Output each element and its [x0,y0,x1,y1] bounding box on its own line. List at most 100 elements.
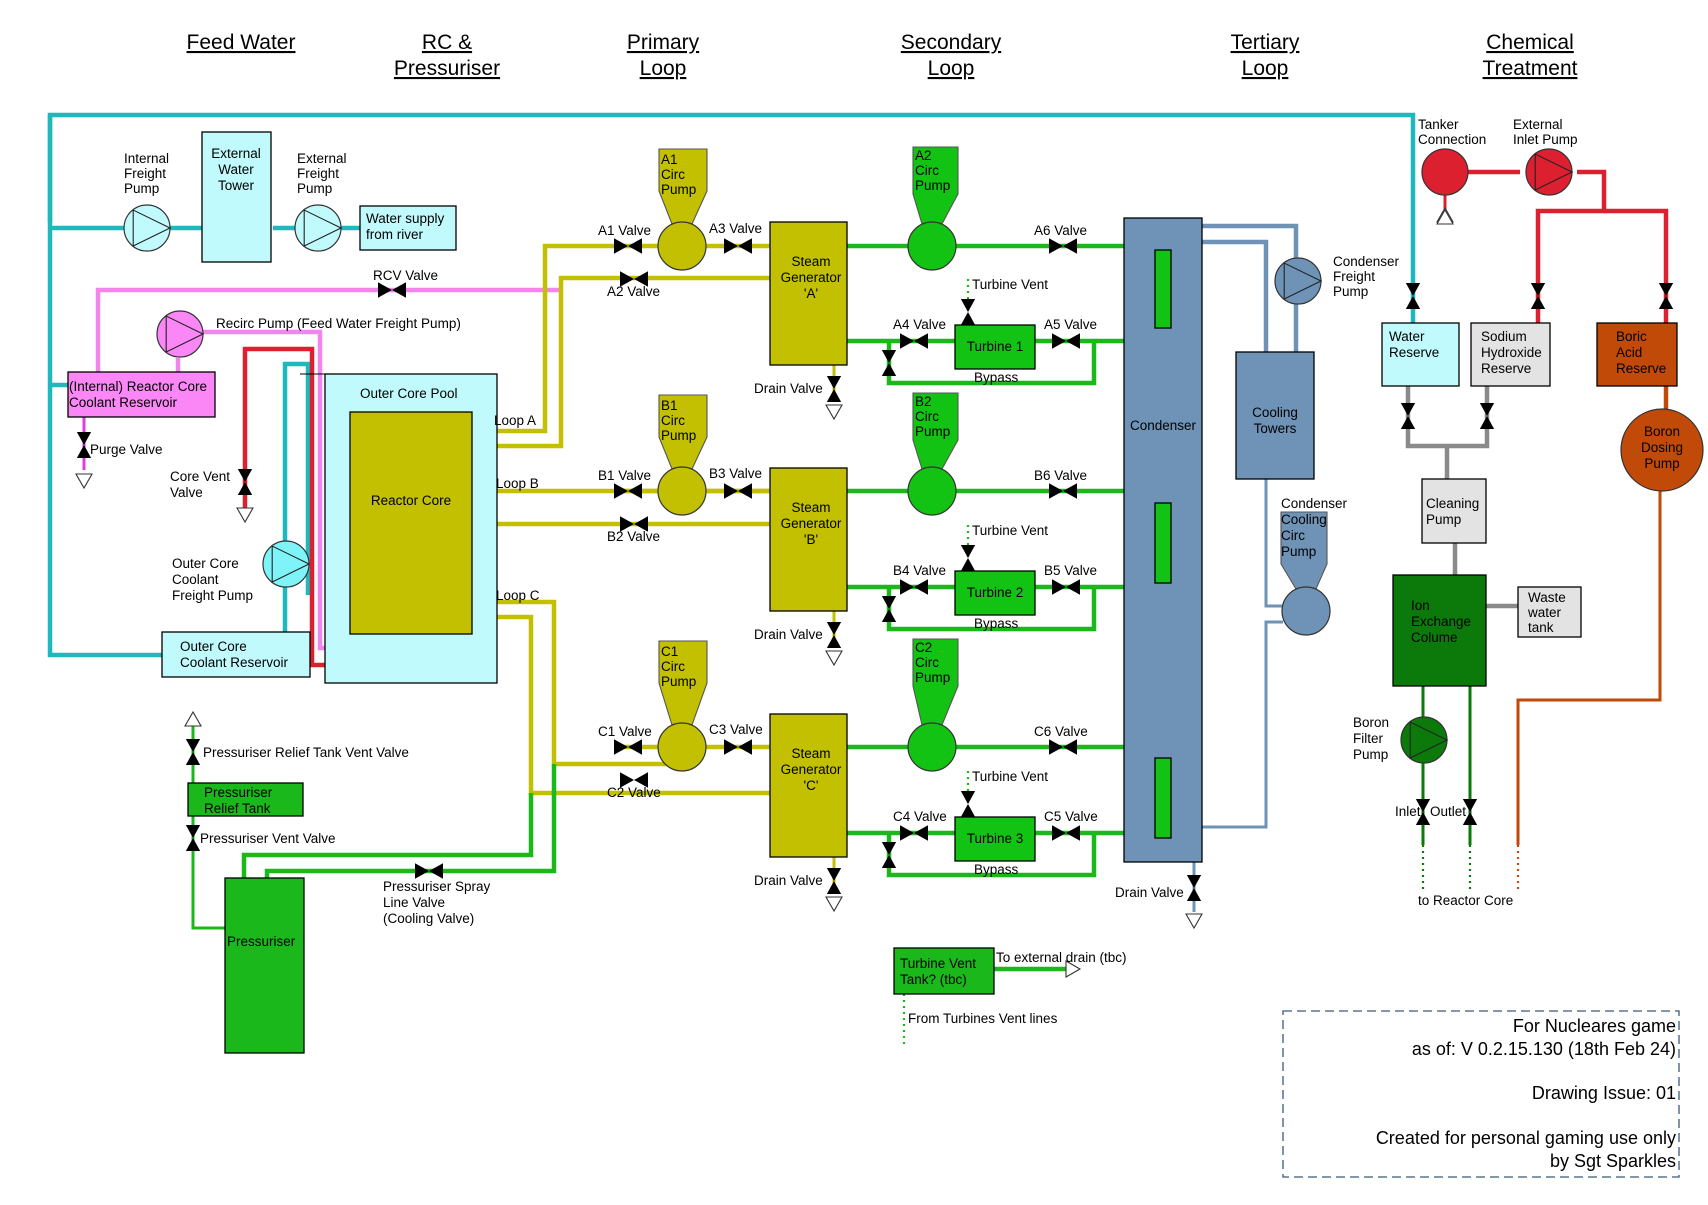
pressuriser-spray-line-valve[interactable] [415,863,443,879]
condenser-cooling-circ-pump[interactable] [1280,511,1331,636]
pressuriser-surge-pipe [241,793,534,878]
condenser-coil-3 [1154,757,1172,839]
valve-A3[interactable] [724,238,752,254]
turbine-vent-valve-A[interactable] [960,299,976,325]
valve-A1[interactable] [614,238,642,254]
steam-generator-A[interactable] [769,221,848,366]
circ-pump-C2[interactable] [907,638,959,772]
boron-dosing-pump[interactable] [1620,408,1704,492]
sodium-hydroxide-reserve[interactable] [1470,322,1551,387]
reactor-core[interactable] [349,411,473,635]
valve-B2[interactable] [620,516,648,532]
pump-body [1274,257,1322,305]
steam-generator-C[interactable] [769,713,848,858]
valve-C6-label: C6 Valve [1034,724,1088,739]
recirc-pump[interactable] [156,310,205,358]
drain-valve-A[interactable] [826,376,842,402]
circ-pump-A1[interactable] [657,148,708,271]
purge-valve[interactable] [76,432,92,458]
valve-C3[interactable] [724,739,752,755]
internal-freight-pump[interactable] [123,204,172,252]
circ-pump-A2[interactable] [907,146,959,271]
valve-C4[interactable] [900,825,928,841]
valve-C1[interactable] [614,739,642,755]
core-vent-valve[interactable] [237,469,253,495]
condenser-freight-pump[interactable] [1274,257,1323,305]
ion-exchange-column[interactable] [1392,574,1487,687]
loop-a-label: Loop A [494,413,536,428]
outer-core-coolant-reservoir[interactable] [161,631,311,678]
boric-acid-inlet-valve[interactable] [1658,283,1674,309]
sodium-hydroxide-label: Hydroxide [1481,345,1542,360]
valve-B1[interactable] [614,483,642,499]
water-reserve[interactable] [1381,322,1460,387]
valve-B6[interactable] [1049,483,1077,499]
turbine-B[interactable] [954,570,1036,616]
boric-acid-reserve[interactable] [1596,322,1678,387]
steam-generator-B-label: Generator [781,516,842,531]
cooling-towers[interactable] [1235,351,1315,480]
inlet-valve[interactable] [1415,799,1431,825]
valve-B4[interactable] [900,579,928,595]
boric-acid-label: Boric [1616,329,1647,344]
turbine-vent-valve-B[interactable] [960,545,976,571]
condenser-drain-valve[interactable] [1186,875,1202,901]
external-water-tower[interactable] [201,131,272,263]
boron-filter-pump-label: Pump [1353,747,1388,762]
water-supply-from-river[interactable] [359,205,457,251]
outlet-valve[interactable] [1462,799,1478,825]
cleaning-pump-label: Cleaning [1426,496,1479,511]
boron-filter-pump[interactable] [1400,716,1449,764]
sodium-hydroxide-outlet-valve[interactable] [1479,403,1495,429]
valve-A2[interactable] [620,271,648,287]
circ-pump-B1-label: Circ [661,413,685,428]
sodium-hydroxide-inlet-valve[interactable] [1530,283,1546,309]
water-reserve-outlet-valve[interactable] [1400,403,1416,429]
valve-C2[interactable] [620,772,648,788]
circ-pump-B2[interactable] [907,392,959,516]
tanker-connection[interactable] [1421,148,1469,196]
cleaning-pump[interactable] [1421,478,1487,544]
valve-B3[interactable] [724,483,752,499]
steam-generator-B[interactable] [769,467,848,612]
water-reserve-inlet-valve[interactable] [1405,283,1421,309]
circ-pump-C1[interactable] [657,640,708,772]
pump-body [294,204,342,252]
bypass-valve-B[interactable] [881,596,897,622]
valve-B5[interactable] [1052,579,1080,595]
pressuriser-relief-tank[interactable] [187,782,304,817]
external-freight-pump[interactable] [294,204,343,252]
pressuriser-vent-valve[interactable] [185,825,201,851]
valve-A6[interactable] [1049,238,1077,254]
outer-core-coolant-freight-pump[interactable] [262,540,311,588]
turbine-vent-tank[interactable] [893,947,995,995]
pump-arrow-icon [271,545,311,583]
bypass-valve-A[interactable] [881,350,897,376]
circ-pump-B1[interactable] [657,394,708,516]
turbine-A[interactable] [954,324,1036,370]
valve-A5[interactable] [1052,333,1080,349]
loop-c-cold-leg [472,614,770,796]
turbine-vent-valve-C[interactable] [960,791,976,817]
pump-arrow-icon [1283,262,1323,300]
external-drain-icon [1065,960,1082,978]
valve-C6[interactable] [1049,739,1077,755]
pump-body [1400,716,1448,764]
sodium-hydroxide-label: Sodium [1481,329,1527,344]
bypass-valve-C[interactable] [881,842,897,868]
rcv-valve[interactable] [378,282,406,298]
internal-reactor-core-coolant-reservoir[interactable] [67,371,216,418]
outlet-label: Outlet [1430,804,1466,819]
pressuriser-relief-tank-vent-valve[interactable] [185,739,201,765]
pressuriser[interactable] [224,877,305,1054]
valve-A4[interactable] [900,333,928,349]
drain-valve-B[interactable] [826,622,842,648]
drain-valve-A-label: Drain Valve [754,381,823,396]
drain-valve-C[interactable] [826,868,842,894]
waste-water-tank[interactable] [1517,586,1582,638]
valve-C5[interactable] [1052,825,1080,841]
turbine-C[interactable] [954,816,1036,862]
external-inlet-pump[interactable] [1525,148,1574,196]
boric-acid-label: Acid [1616,345,1642,360]
section-header: Loop [1242,57,1289,80]
